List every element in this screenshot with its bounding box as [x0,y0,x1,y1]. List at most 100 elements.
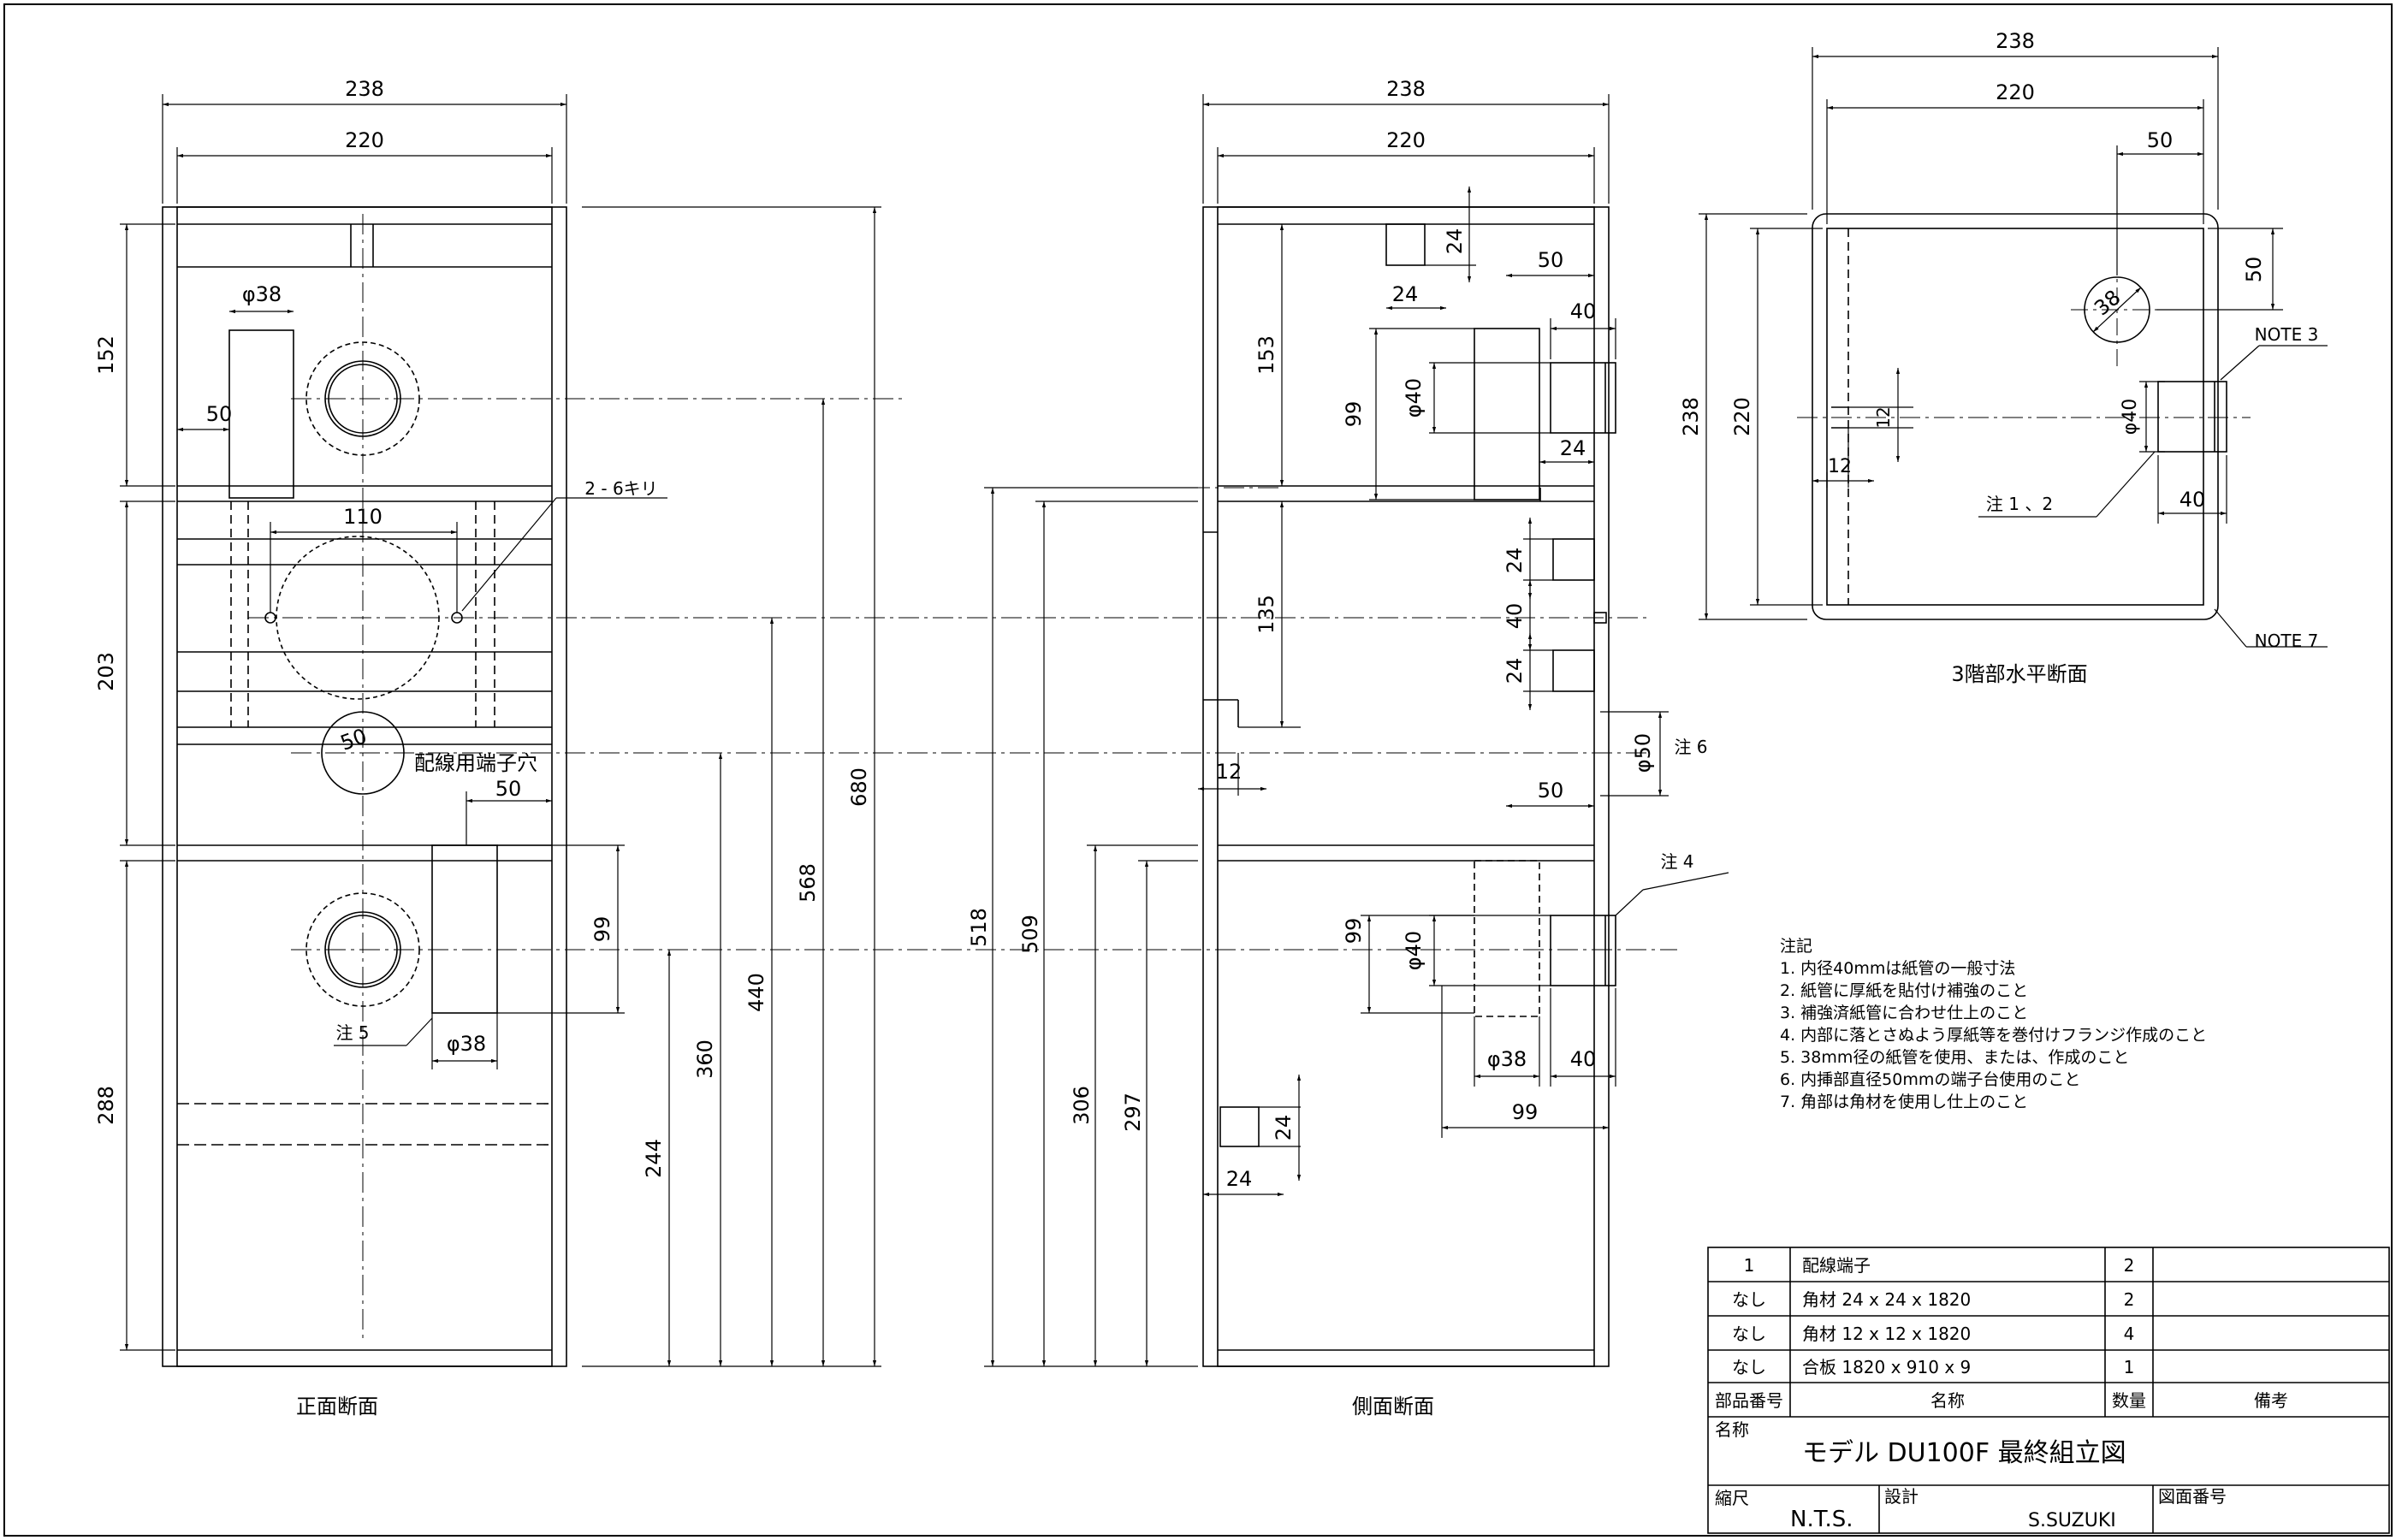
part-name: 合板 1820 x 910 x 9 [1802,1357,1971,1377]
part-no: なし [1732,1357,1766,1377]
front-dim-220: 220 [345,128,384,152]
drawing-border [3,3,2393,1537]
front-port-label: 配線用端子穴 [414,751,537,775]
scale-label: 縮尺 [1715,1488,1749,1508]
front-caption: 正面断面 [296,1395,378,1419]
drawing-no-label: 図面番号 [2158,1486,2227,1507]
front-dim-99: 99 [590,916,614,943]
plan-view-labels: 238 220 50 50 38 238 220 12 12 φ40 40 NO… [1679,29,2318,686]
header-remark: 備考 [2254,1390,2288,1411]
part-no: なし [1732,1289,1766,1310]
front-dim-680: 680 [847,767,871,807]
plan-dim-50-v: 50 [2242,257,2266,283]
side-dim-509: 509 [1018,915,1042,954]
part-qty: 2 [2124,1255,2135,1276]
plan-note12: 注 1 、2 [1986,494,2053,514]
plan-dim-40: 40 [2180,488,2206,512]
front-dim-110: 110 [343,505,383,529]
plan-dim-220-v: 220 [1730,397,1754,436]
front-dim-port50: 50 [337,724,370,755]
front-dim-50-top: 50 [206,402,233,426]
side-dim-220: 220 [1386,128,1426,152]
plan-dim-50-h: 50 [2147,128,2174,152]
part-no: なし [1732,1324,1766,1344]
front-dim-238: 238 [345,77,384,101]
front-dim-50-bot: 50 [495,777,522,801]
side-dim-40c: 40 [1570,1047,1597,1071]
plan-caption: 3階部水平断面 [1951,662,2087,686]
side-dim-99b: 99 [1342,918,1366,945]
header-name: 名称 [1930,1390,1965,1411]
side-view [1202,206,1616,1367]
side-dim-24b-h: 24 [1272,1115,1296,1141]
note-item: 3. 補強済紙管に合わせ仕上のこと [1780,1004,2028,1022]
side-dim-297: 297 [1121,1093,1145,1132]
notes-heading: 注記 [1780,937,1812,956]
front-dim-288: 288 [94,1086,118,1125]
plan-view-dimensions [1699,47,2328,648]
side-dim-306: 306 [1070,1086,1094,1125]
side-dim-24a: 24 [1560,436,1586,460]
front-hole-note: 2 - 6キリ [584,478,657,499]
front-note5: 注 5 [335,1022,369,1043]
name-label: 名称 [1715,1419,1749,1440]
side-note6: 注 6 [1674,737,1707,757]
side-dim-24-h: 24 [1443,228,1467,255]
scale-value: N.T.S. [1790,1507,1853,1532]
side-dim-40a: 40 [1570,299,1597,323]
part-name: 角材 12 x 12 x 1820 [1802,1324,1971,1344]
part-no: 1 [1744,1255,1755,1276]
front-dim-568: 568 [796,863,820,903]
side-dim-12: 12 [1216,760,1242,784]
part-qty: 1 [2124,1357,2135,1377]
side-dim-50b: 50 [1538,779,1564,803]
plan-dim-238-v: 238 [1679,397,1703,436]
note-item: 2. 紙管に厚紙を貼付け補強のこと [1780,981,2028,1000]
front-dim-244: 244 [642,1139,666,1178]
part-qty: 4 [2124,1324,2135,1344]
drawing-title: モデル DU100F 最終組立図 [1802,1438,2126,1468]
plan-dim-12b: 12 [1828,456,1852,477]
plan-dim-220: 220 [1996,80,2035,104]
side-caption: 側面断面 [1352,1395,1434,1419]
designer: S.SUZUKI [2028,1510,2116,1531]
side-dim-24-w: 24 [1392,282,1419,306]
side-view-labels: 238 220 518 509 306 297 153 135 99 φ40 2… [967,77,1708,1419]
plan-note3: NOTE 3 [2255,324,2319,345]
side-dim-99a: 99 [1342,401,1366,428]
front-dim-phi38-bot: φ38 [447,1032,486,1056]
side-dim-24c: 24 [1503,658,1527,684]
part-name: 角材 24 x 24 x 1820 [1802,1289,1971,1310]
side-dim-238: 238 [1386,77,1426,101]
side-dim-phi40a: φ40 [1402,378,1426,418]
design-label: 設計 [1884,1486,1919,1507]
notes-block: 注記 1. 内径40mmは紙管の一般寸法 2. 紙管に厚紙を貼付け補強のこと 3… [1780,937,2207,1111]
note-item: 5. 38mm径の紙管を使用、または、作成のこと [1780,1048,2129,1067]
side-dim-50a: 50 [1538,248,1564,272]
side-note4: 注 4 [1660,851,1693,872]
title-block [1707,1247,2390,1534]
side-view-dimensions [984,94,1729,1367]
front-view-dimensions [120,94,881,1367]
front-dim-152: 152 [94,335,118,375]
side-dim-40b: 40 [1503,603,1527,630]
front-dim-360: 360 [693,1040,717,1079]
side-dim-518: 518 [967,908,991,947]
side-dim-phi50: φ50 [1631,733,1655,773]
title-block-text: 1 配線端子 2 なし 角材 24 x 24 x 1820 2 なし 角材 12… [1715,1255,2288,1532]
front-dim-203: 203 [94,652,118,691]
front-dim-440: 440 [744,973,768,1012]
plan-dim-phi40: φ40 [2120,399,2141,435]
plan-note7: NOTE 7 [2255,631,2319,651]
front-view [162,206,1677,1367]
side-dim-24b: 24 [1503,548,1527,574]
note-item: 1. 内径40mmは紙管の一般寸法 [1780,959,2015,978]
side-dim-135: 135 [1254,595,1278,634]
note-item: 6. 内挿部直径50mmの端子台使用のこと [1780,1070,2080,1089]
header-part-no: 部品番号 [1715,1390,1783,1411]
front-view-labels: 238 220 152 203 288 φ38 50 110 2 - 6キリ 5… [94,77,871,1419]
side-dim-phi40b: φ40 [1402,931,1426,970]
plan-view [1797,213,2251,620]
header-qty: 数量 [2112,1390,2146,1411]
